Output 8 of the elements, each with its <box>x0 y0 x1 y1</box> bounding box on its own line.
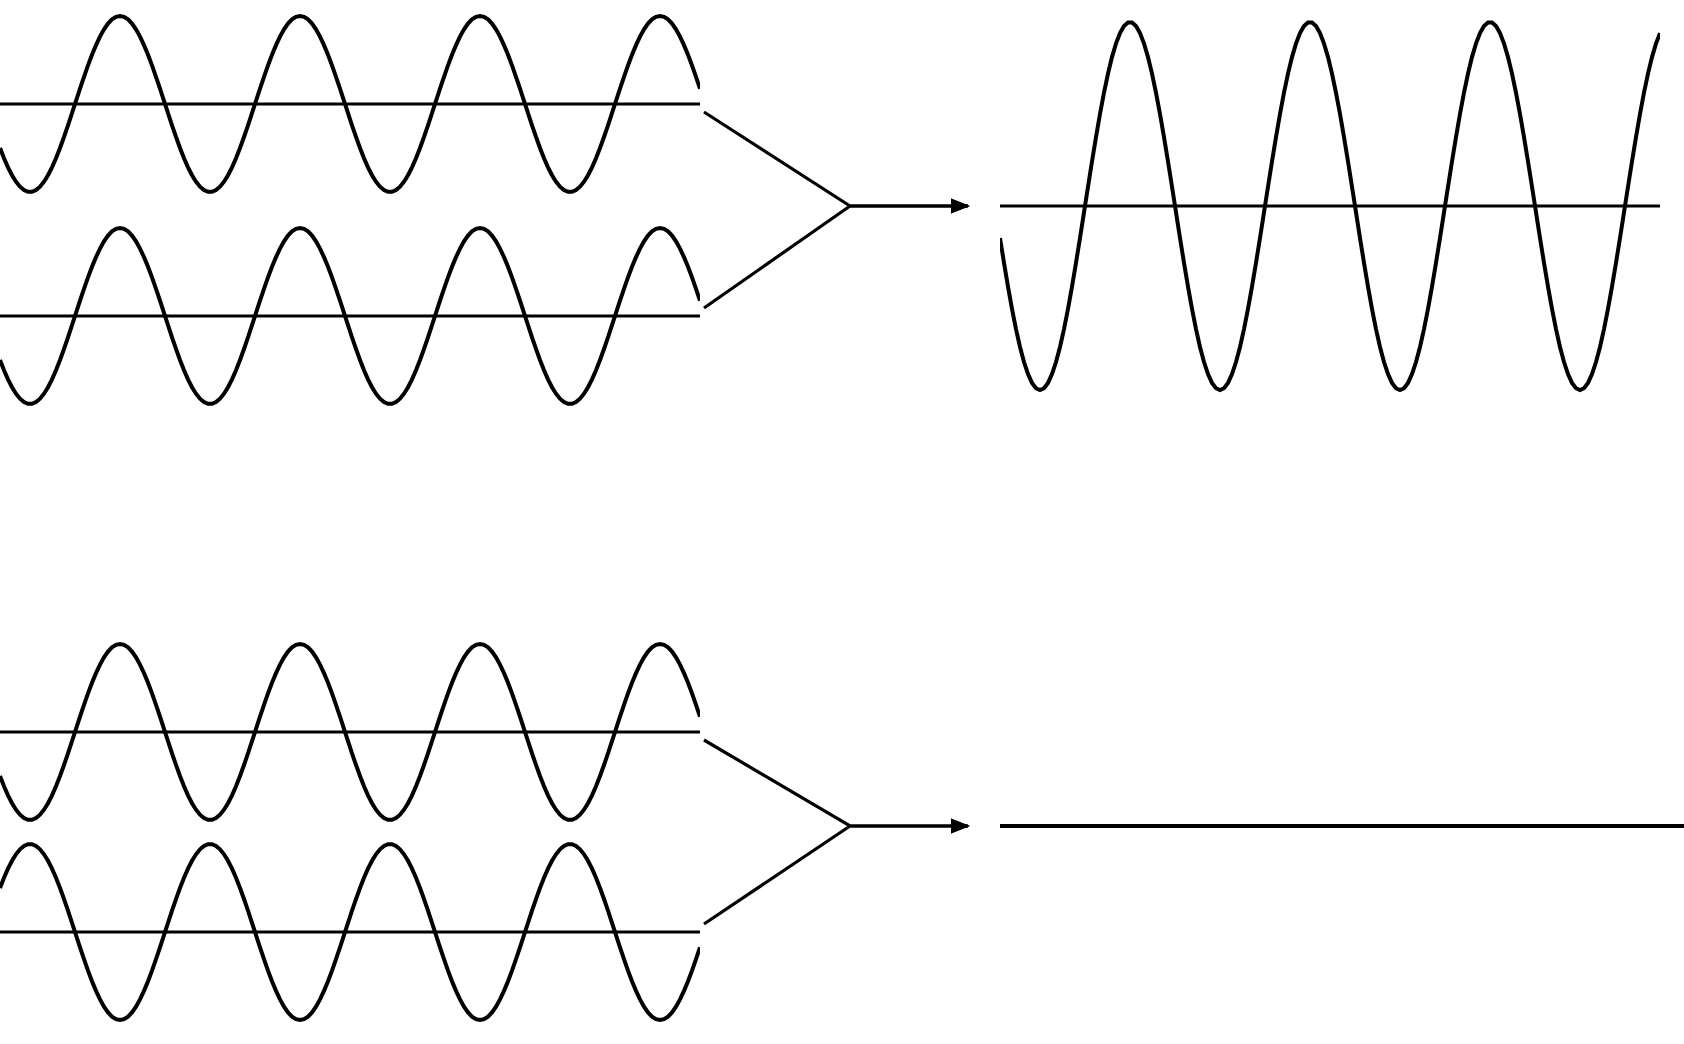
sine-wave <box>1000 20 1660 393</box>
sine-wave <box>0 641 700 822</box>
sine-wave <box>0 13 700 194</box>
merge-arrow <box>703 198 970 310</box>
flat-line <box>1000 824 1684 828</box>
sine-wave <box>0 842 700 1023</box>
sine-wave <box>0 225 700 406</box>
merge-arrow <box>703 818 970 926</box>
